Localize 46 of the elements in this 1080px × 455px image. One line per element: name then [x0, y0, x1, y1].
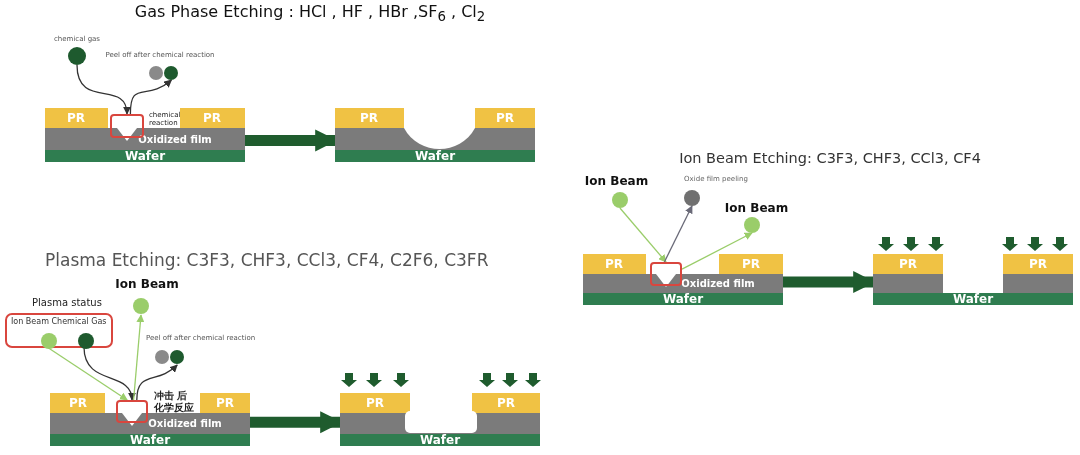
layer-label: PR: [360, 112, 378, 124]
panel-title: Gas Phase Etching : HCl , HF , HBr ,SF$_{6}$ , Cl$_{2}$: [134, 4, 486, 24]
layer-label: Wafer: [129, 434, 171, 446]
arrow: [681, 232, 753, 270]
layer-label: Oxidized film: [681, 279, 755, 289]
layer-label: PR: [203, 112, 221, 124]
layer-label: Wafer: [662, 293, 704, 305]
particle-label: Ion Beam: [724, 202, 789, 214]
arrow: [132, 314, 145, 401]
layer-label: Wafer: [952, 293, 994, 305]
wafer-cross-section: [45, 108, 245, 162]
layer-label: PR: [742, 258, 760, 270]
layer-label: Oxidized film: [138, 135, 212, 145]
particle-dot: [41, 333, 57, 349]
particle-dot: [78, 333, 94, 349]
layer-label: PR: [497, 397, 515, 409]
layer-label: PR: [496, 112, 514, 124]
highlight-box: [650, 262, 682, 286]
box-label: Ion Beam Chemical Gas: [11, 318, 107, 326]
arrow: [619, 207, 667, 263]
layer-label: PR: [899, 258, 917, 270]
arrow: [76, 64, 130, 115]
box-heading: Plasma status: [32, 298, 102, 308]
layer-label: Wafer: [414, 150, 456, 162]
wafer-cross-section: [340, 393, 540, 446]
wafer-cross-section: [335, 108, 535, 162]
layer-label: PR: [366, 397, 384, 409]
wafer-cross-section: [583, 254, 783, 305]
arrow: [663, 205, 693, 263]
panel-title: Plasma Etching: C3F3, CHF3, CCl3, CF4, C2F6, C3FR: [45, 252, 489, 269]
arrow: [129, 79, 173, 115]
layer-label: PR: [1029, 258, 1047, 270]
arrow: [83, 346, 135, 401]
layer-label: PR: [67, 112, 85, 124]
particle-label: Ion Beam: [115, 278, 179, 290]
layer-label: PR: [605, 258, 623, 270]
panel-title: Ion Beam Etching: C3F3, CHF3, CCl3, CF4: [679, 150, 981, 166]
layer-label: Wafer: [124, 150, 166, 162]
particle-label: Ion Beam: [584, 175, 649, 187]
layer-label: Oxidized film: [148, 419, 222, 429]
layer-label: PR: [216, 397, 234, 409]
layer-label: PR: [69, 397, 87, 409]
arrow: [136, 364, 178, 401]
wafer-cross-section: [873, 254, 1073, 305]
layer-label: Wafer: [419, 434, 461, 446]
annotation-text: 冲击 后化学反应: [154, 390, 195, 414]
